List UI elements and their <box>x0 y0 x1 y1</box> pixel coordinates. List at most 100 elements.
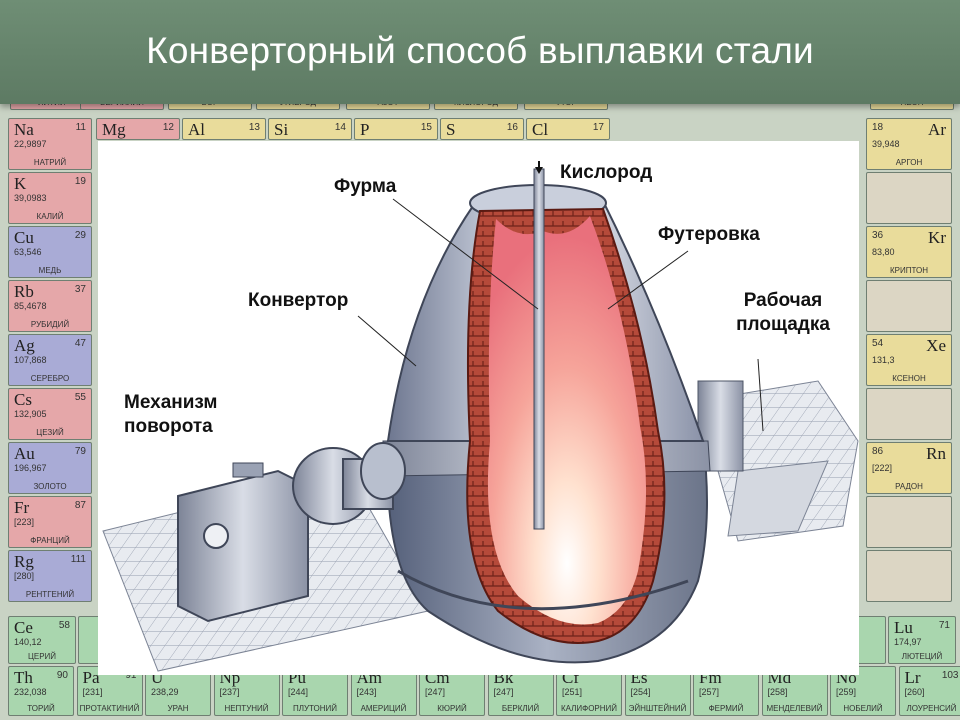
atomic-number: 91 <box>125 670 137 681</box>
atomic-mass: [247] <box>425 687 446 697</box>
lance-leader <box>392 198 539 310</box>
atomic-mass: 232,038 <box>14 687 47 697</box>
atomic-mass: [254] <box>630 687 651 697</box>
label-converter: Конвертор <box>248 290 349 311</box>
atomic-number: 13 <box>248 122 260 133</box>
element-symbol: Al <box>188 120 205 139</box>
atomic-mass: [247] <box>493 687 514 697</box>
atomic-number: 36 <box>872 230 884 241</box>
label-tilting-mechanism: Механизм поворота <box>124 391 217 439</box>
label-tilting-mechanism-line2: поворота <box>124 416 213 437</box>
atomic-number: 86 <box>872 446 884 457</box>
element-symbol: Pa <box>82 668 100 687</box>
element-symbol: Au <box>14 444 35 463</box>
atomic-mass: 39,948 <box>872 139 900 149</box>
element-symbol: K <box>14 174 27 193</box>
atomic-mass: 85,4678 <box>14 301 47 311</box>
element-cell <box>866 280 952 332</box>
atomic-number: 18 <box>872 122 884 133</box>
atomic-mass: 238,29 <box>151 687 179 697</box>
atomic-mass: [231] <box>82 687 103 697</box>
element-symbol: Kr <box>928 228 946 247</box>
element-symbol: Mg <box>102 120 126 139</box>
atomic-number: 19 <box>74 176 86 187</box>
label-oxygen: Кислород <box>560 162 653 183</box>
element-name: БЕРКЛИЙ <box>501 704 540 713</box>
slide-title: Конверторный способ выплавки стали <box>146 30 814 71</box>
element-name: НЕПТУНИЙ <box>224 704 269 713</box>
element-symbol: P <box>360 120 370 139</box>
element-cell <box>866 172 952 224</box>
converter-leader <box>357 315 417 367</box>
element-cell <box>866 550 952 602</box>
atomic-mass: [223] <box>14 517 35 527</box>
atomic-number: 103 <box>941 670 959 681</box>
oxygen-arrow-head <box>535 167 543 174</box>
atomic-number: 11 <box>75 122 86 133</box>
oxygen-lance <box>533 168 545 530</box>
element-name: ФЕРМИЙ <box>708 704 744 713</box>
lining-leader <box>607 250 689 310</box>
element-name: РУБИДИЙ <box>30 320 70 329</box>
element-name: МЕДЬ <box>38 266 62 275</box>
atomic-mass: [280] <box>14 571 35 581</box>
element-cell: Lr 103 [260] ЛОУРЕНСИЙ <box>898 666 960 716</box>
element-symbol: Xe <box>926 336 946 355</box>
element-symbol: Cu <box>14 228 34 247</box>
element-symbol: Fr <box>14 498 30 517</box>
atomic-number: 79 <box>74 446 86 457</box>
label-work-platform: Рабочая площадка <box>718 289 848 337</box>
element-name: СЕРЕБРО <box>30 374 70 383</box>
element-cell: Al 13 <box>182 118 266 140</box>
atomic-mass: 83,80 <box>872 247 895 257</box>
atomic-mass: [222] <box>872 463 893 473</box>
atomic-number: 55 <box>74 392 86 403</box>
element-symbol: Ce <box>14 618 33 637</box>
element-symbol: Ar <box>928 120 946 139</box>
element-symbol: Lu <box>894 618 913 637</box>
element-symbol: Rn <box>926 444 946 463</box>
label-work-platform-line1: Рабочая <box>743 290 823 311</box>
label-lining: Футеровка <box>658 224 760 245</box>
atomic-number: 71 <box>938 620 950 631</box>
element-symbol: Th <box>14 668 33 687</box>
element-name: ЛЮТЕЦИЙ <box>901 652 943 661</box>
atomic-number: 16 <box>506 122 518 133</box>
element-name: КРИПТОН <box>889 266 929 275</box>
converter-diagram <box>102 161 859 672</box>
element-cell: Pa 91 [231] ПРОТАКТИНИЙ <box>76 666 143 716</box>
atomic-number: 47 <box>74 338 86 349</box>
atomic-mass: 107,868 <box>14 355 47 365</box>
element-name: ПЛУТОНИЙ <box>292 704 338 713</box>
atomic-mass: [259] <box>836 687 857 697</box>
element-symbol: Rb <box>14 282 34 301</box>
element-name: ЗОЛОТО <box>33 482 67 491</box>
element-name: НАТРИЙ <box>33 158 67 167</box>
platform-leader <box>757 358 764 432</box>
atomic-mass: [260] <box>904 687 925 697</box>
element-name: ЛОУРЕНСИЙ <box>906 704 957 713</box>
element-name: ТОРИЙ <box>27 704 55 713</box>
element-symbol: Lr <box>904 668 921 687</box>
atomic-mass: 132,905 <box>14 409 47 419</box>
element-name: ФРАНЦИЙ <box>30 536 70 545</box>
atomic-mass: [258] <box>767 687 788 697</box>
atomic-number: 12 <box>162 122 174 133</box>
element-name: КАЛИФОРНИЙ <box>560 704 618 713</box>
element-symbol: Cs <box>14 390 32 409</box>
element-name: ПРОТАКТИНИЙ <box>79 704 140 713</box>
